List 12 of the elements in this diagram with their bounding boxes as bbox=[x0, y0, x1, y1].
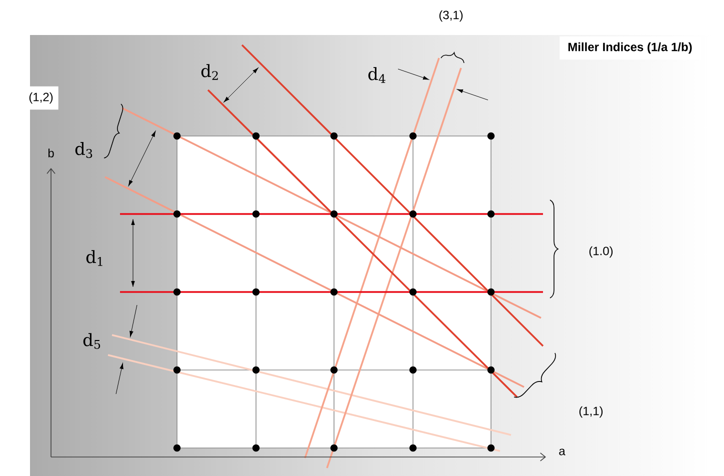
spacing-label: d$_{2}$ bbox=[201, 64, 218, 80]
miller-index-label: (3,1) bbox=[439, 10, 463, 22]
miller-index-label: (1,2) bbox=[24, 86, 58, 110]
miller-index-label: (1,1) bbox=[579, 406, 603, 418]
title: Miller Indices (1/a 1/b) bbox=[560, 36, 700, 60]
axis-label: a bbox=[559, 448, 566, 456]
axis-label: b bbox=[48, 148, 54, 158]
spacing-label: d$_{1}$ bbox=[86, 250, 102, 266]
spacing-label: d$_{3}$ bbox=[75, 142, 92, 158]
spacing-label: d$_{5}$ bbox=[83, 333, 100, 349]
spacing-label: d$_{4}$ bbox=[368, 67, 386, 83]
miller-index-label: (1.0) bbox=[589, 246, 613, 258]
